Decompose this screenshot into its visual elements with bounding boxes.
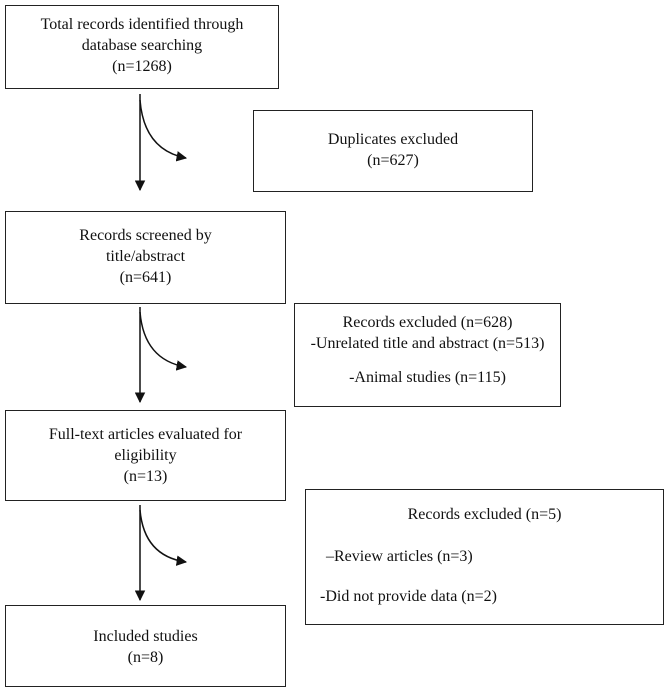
records-screened-box: Records screened by title/abstract (n=64… [5, 211, 286, 304]
full-text-line-1: Full-text articles evaluated for [48, 426, 243, 443]
included-studies-box: Included studies (n=8) [5, 605, 286, 687]
records-screened-line-2: title/abstract [105, 248, 186, 265]
records-identified-line-2: database searching [81, 37, 203, 54]
records-excluded-box-2: Records excluded (n=5) –Review articles … [305, 489, 664, 625]
records-excluded-2-reason-2: -Did not provide data (n=2) [320, 588, 497, 605]
full-text-articles-box: Full-text articles evaluated for eligibi… [5, 410, 286, 501]
duplicates-excluded-line-2: (n=627) [367, 152, 419, 169]
records-identified-line-3: (n=1268) [112, 58, 172, 75]
records-screened-line-1: Records screened by [79, 227, 212, 244]
records-excluded-2-heading: Records excluded (n=5) [407, 506, 562, 523]
records-excluded-1-heading: Records excluded (n=628) [342, 314, 513, 331]
duplicates-excluded-line-1: Duplicates excluded [327, 131, 459, 148]
records-identified-line-1: Total records identified through [40, 16, 244, 33]
records-excluded-1-reason-2: -Animal studies (n=115) [349, 369, 506, 386]
records-screened-line-3: (n=641) [119, 269, 172, 286]
included-studies-line-2: (n=8) [127, 649, 164, 666]
full-text-line-2: eligibility [114, 447, 177, 464]
curved-arrow-3 [139, 509, 188, 566]
records-excluded-1-reason-1: -Unrelated title and abstract (n=513) [310, 335, 545, 352]
records-identified-box: Total records identified through databas… [5, 5, 279, 89]
full-text-line-3: (n=13) [123, 468, 168, 485]
records-excluded-box-1: Records excluded (n=628) -Unrelated titl… [294, 303, 561, 407]
included-studies-line-1: Included studies [93, 628, 198, 645]
curved-arrow-2 [139, 311, 188, 371]
records-excluded-2-reason-1: –Review articles (n=3) [326, 548, 473, 565]
duplicates-excluded-box: Duplicates excluded (n=627) [253, 110, 533, 192]
curved-arrow-1 [139, 99, 188, 162]
